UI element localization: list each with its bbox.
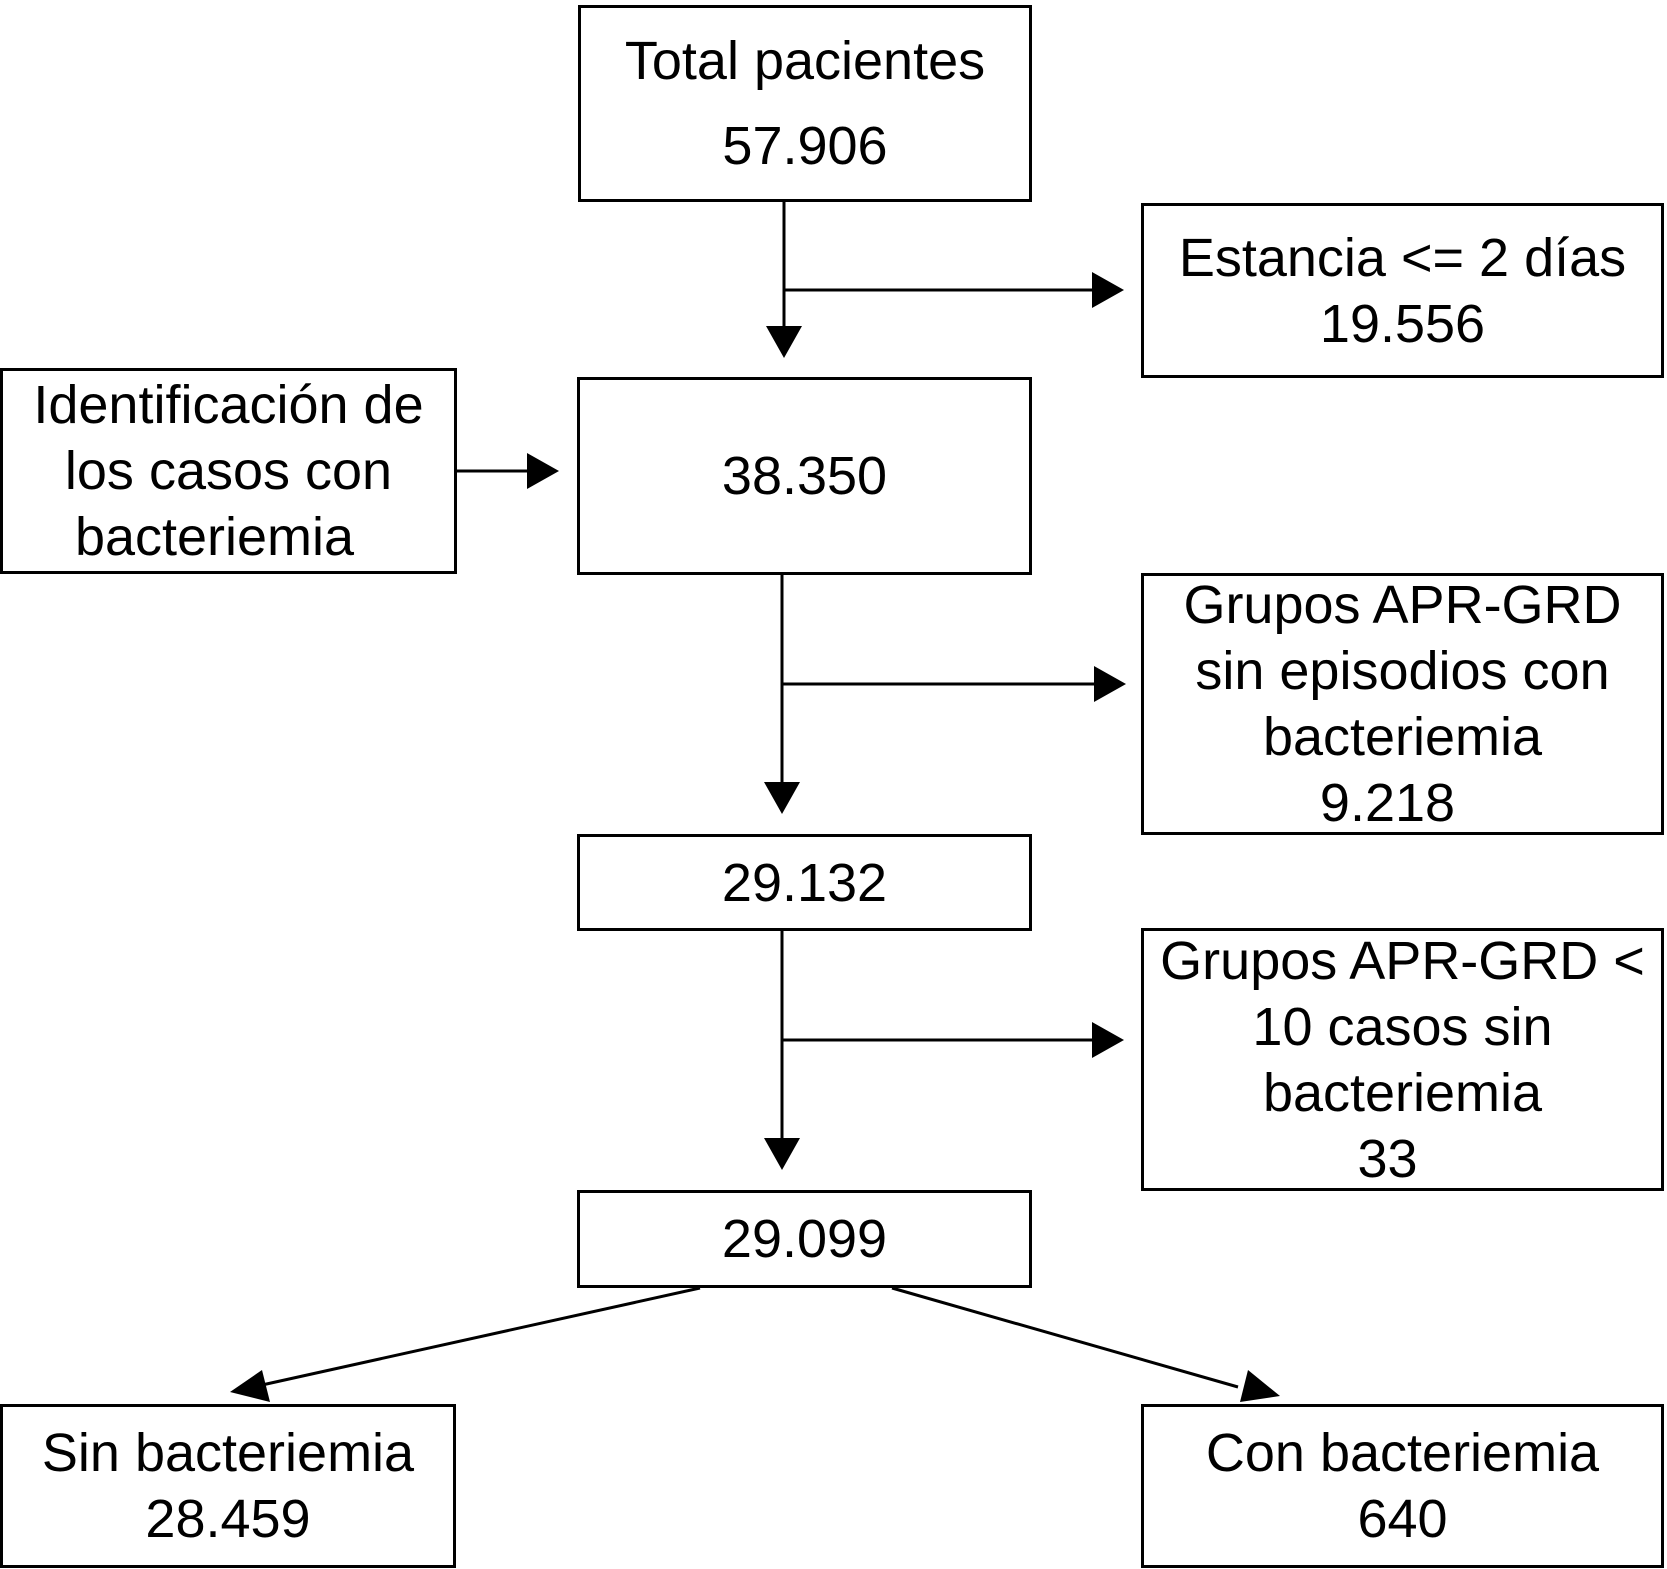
grupos-sin-episodios-box: Grupos APR-GRD sin episodios con bacteri… [1141,573,1664,835]
step-29132-value: 29.132 [721,852,888,913]
identificacion-line-1: Identificación de [33,375,424,435]
arrowhead-down-2 [764,782,800,814]
grupos-menos-10-line-1: Grupos APR-GRD < [1160,930,1645,991]
grupos-sin-episodios-line-2: sin episodios con [1195,641,1610,701]
arrowhead-down-1 [766,326,802,358]
arrowhead-down-3 [764,1138,800,1170]
identificacion-line-2: los casos con [64,441,393,501]
step-38350-box: 38.350 [577,377,1032,575]
grupos-menos-10-box: Grupos APR-GRD < 10 casos sin bacteriemi… [1141,928,1664,1191]
estancia-label: Estancia <= 2 días [1178,227,1627,288]
arrowhead-right-ident [527,453,559,489]
sin-bacteriemia-value: 28.459 [145,1489,311,1549]
step-29132-box: 29.132 [577,834,1032,931]
grupos-sin-episodios-line-1: Grupos APR-GRD [1183,575,1622,635]
sin-bacteriemia-box: Sin bacteriemia 28.459 [0,1404,456,1568]
step-29099-value: 29.099 [721,1209,888,1269]
identificacion-line-3: bacteriemia [74,507,355,567]
arrowhead-sin [230,1370,270,1402]
grupos-menos-10-line-3: bacteriemia [1262,1062,1543,1123]
total-pacientes-label: Total pacientes [624,30,986,91]
grupos-sin-episodios-line-3: bacteriemia [1262,707,1543,767]
arrowhead-right-grupos2 [1092,1022,1124,1058]
step-29099-box: 29.099 [577,1190,1032,1288]
grupos-sin-episodios-value: 9.218 [1319,773,1456,833]
arrowhead-right-grupos1 [1094,666,1126,702]
connector-29099-to-sin [261,1286,701,1387]
con-bacteriemia-box: Con bacteriemia 640 [1141,1404,1664,1568]
step-38350-value: 38.350 [721,446,888,506]
identificacion-box: Identificación de los casos con bacterie… [0,368,457,574]
connector-29099-to-con [891,1286,1239,1389]
estancia-box: Estancia <= 2 días 19.556 [1141,203,1664,378]
con-bacteriemia-label: Con bacteriemia [1205,1423,1600,1483]
grupos-menos-10-line-2: 10 casos sin [1252,996,1553,1057]
estancia-value: 19.556 [1319,293,1486,354]
total-pacientes-box: Total pacientes 57.906 [578,5,1032,202]
arrowhead-con [1240,1370,1280,1402]
sin-bacteriemia-label: Sin bacteriemia [41,1423,415,1483]
con-bacteriemia-value: 640 [1357,1489,1448,1549]
total-pacientes-value: 57.906 [722,116,888,177]
arrowhead-right-estancia [1092,272,1124,308]
grupos-menos-10-value: 33 [1357,1128,1418,1189]
